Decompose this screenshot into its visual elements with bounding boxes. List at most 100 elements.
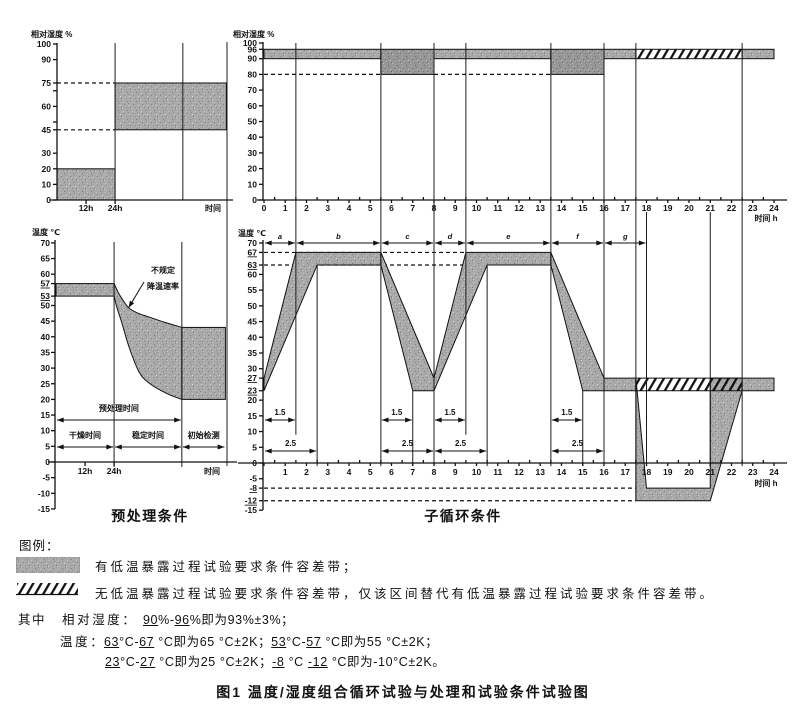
y-tick-label: 70	[41, 238, 51, 248]
x-tick-label: 17	[621, 203, 631, 213]
note-line-content: 63°C-67 °C即为65 °C±2K；53°C-57 °C即为55 °C±2…	[104, 635, 438, 649]
x-tick-label: 1	[283, 203, 288, 213]
y-tick-label: -8	[249, 483, 257, 493]
x-tick-label: 5	[368, 203, 373, 213]
x-tick-label: 12h	[78, 466, 93, 476]
x-tick-label: 2	[304, 203, 309, 213]
period-label: 稳定时间	[132, 430, 164, 440]
y-tick-label: 100	[243, 38, 257, 48]
y-tick-label: -15	[38, 504, 51, 514]
y-tick-label: 90	[42, 55, 52, 65]
y-tick-label: 0	[252, 195, 257, 205]
phase-label: a	[278, 232, 282, 241]
y-tick-label: 45	[41, 316, 51, 326]
x-tick-label: 18	[642, 467, 652, 477]
chart-pretreatment-temperature: 706560575350454035302520151050-5-10-1512…	[32, 227, 237, 524]
underlined-value: 67	[139, 635, 155, 649]
note-text: %即为93%±3%；	[189, 613, 295, 627]
phase-label: e	[506, 232, 510, 241]
y-tick-label: 40	[248, 332, 258, 342]
period-label: 干燥时间	[69, 430, 101, 440]
underlined-value: 23	[105, 655, 121, 669]
tolerance-band	[741, 377, 775, 392]
y-tick-label: 55	[248, 285, 258, 295]
y-tick-label: 90	[248, 54, 258, 64]
y-tick-label: 60	[248, 101, 258, 111]
annotation-text: 不规定	[151, 265, 175, 275]
y-tick-label: 100	[37, 39, 51, 49]
y-tick-label: 67	[248, 247, 258, 257]
figure-caption: 图1 温度/湿度组合循环试验与处理和试验条件试验图	[216, 684, 590, 700]
x-tick-label: 11	[493, 467, 502, 477]
note-text: °C即为65 °C±2K；	[154, 635, 272, 649]
x-tick-label: 6	[389, 203, 394, 213]
x-tick-label: 2	[304, 467, 309, 477]
y-tick-label: 5	[252, 442, 257, 452]
duration-label: 1.5	[561, 408, 573, 417]
duration-label: 2.5	[572, 439, 584, 448]
legend-label-hatch: 无低温暴露过程试验要求条件容差带，仅该区间替代有低温暴露过程试验要求条件容差带。	[95, 587, 716, 601]
y-tick-label: -12	[245, 496, 258, 506]
note-text: %-	[158, 613, 175, 627]
y-tick-label: 25	[41, 379, 51, 389]
x-tick-label: 16	[599, 203, 609, 213]
y-tick-label: 20	[41, 394, 51, 404]
x-tick-label: 19	[663, 467, 673, 477]
note-line-content: 90%-96%即为93%±3%；	[143, 613, 294, 627]
hatched-tolerance-band	[635, 48, 743, 60]
y-tick-label: 80	[248, 69, 258, 79]
y-tick-label: 30	[248, 148, 258, 158]
x-tick-label: 22	[727, 467, 737, 477]
y-tick-label: 40	[248, 132, 258, 142]
x-tick-label: 12	[514, 203, 524, 213]
annotation-arrow	[128, 281, 145, 308]
underlined-value: -12	[307, 655, 328, 669]
x-tick-label: 12h	[79, 203, 94, 213]
x-tick-label: 1	[283, 467, 288, 477]
y-tick-label: 10	[42, 179, 52, 189]
y-tick-label: 35	[41, 347, 51, 357]
duration-label: 1.5	[391, 408, 403, 417]
y-tick-label: 70	[248, 238, 258, 248]
tolerance-band	[56, 168, 116, 201]
underlined-value: 27	[140, 655, 156, 669]
y-tick-label: 50	[248, 117, 258, 127]
y-tick-label: 20	[42, 164, 52, 174]
x-tick-label: 20	[684, 467, 694, 477]
x-tick-label: 16	[599, 467, 609, 477]
tolerance-band	[114, 82, 227, 131]
note-text: °C-	[119, 635, 140, 649]
x-tick-label: 9	[453, 467, 458, 477]
x-tick-label: 10	[472, 203, 482, 213]
underlined-value: 96	[174, 613, 190, 627]
x-tick-label: 10	[472, 467, 482, 477]
phase-label: g	[622, 232, 628, 241]
note-text: °C即为25 °C±2K；	[155, 655, 273, 669]
y-tick-label: 53	[41, 291, 51, 301]
note-label: 温度：	[60, 635, 106, 649]
x-axis-label: 时间 h	[754, 213, 777, 223]
legend-swatch-gray-icon	[16, 557, 80, 573]
y-tick-label: 65	[41, 254, 51, 264]
tolerance-band	[550, 48, 605, 75]
underlined-value: 63	[104, 635, 120, 649]
note-text: °C-	[286, 635, 307, 649]
y-tick-label: 57	[41, 279, 51, 289]
duration-label: 1.5	[444, 408, 456, 417]
y-tick-label: -15	[245, 505, 258, 515]
y-tick-label: 5	[45, 441, 50, 451]
legend-label-gray: 有低温暴露过程试验要求条件容差带；	[95, 560, 359, 574]
x-tick-label: 23	[748, 467, 758, 477]
x-tick-label: 12	[514, 467, 524, 477]
y-tick-label: 35	[248, 348, 258, 358]
legend-swatch-hatch-icon	[16, 583, 78, 596]
y-tick-label: 15	[41, 410, 51, 420]
y-tick-label: 20	[248, 395, 258, 405]
duration-label: 2.5	[455, 439, 467, 448]
x-tick-label: 22	[727, 203, 737, 213]
x-tick-label: 14	[557, 203, 567, 213]
duration-label: 2.5	[402, 439, 414, 448]
